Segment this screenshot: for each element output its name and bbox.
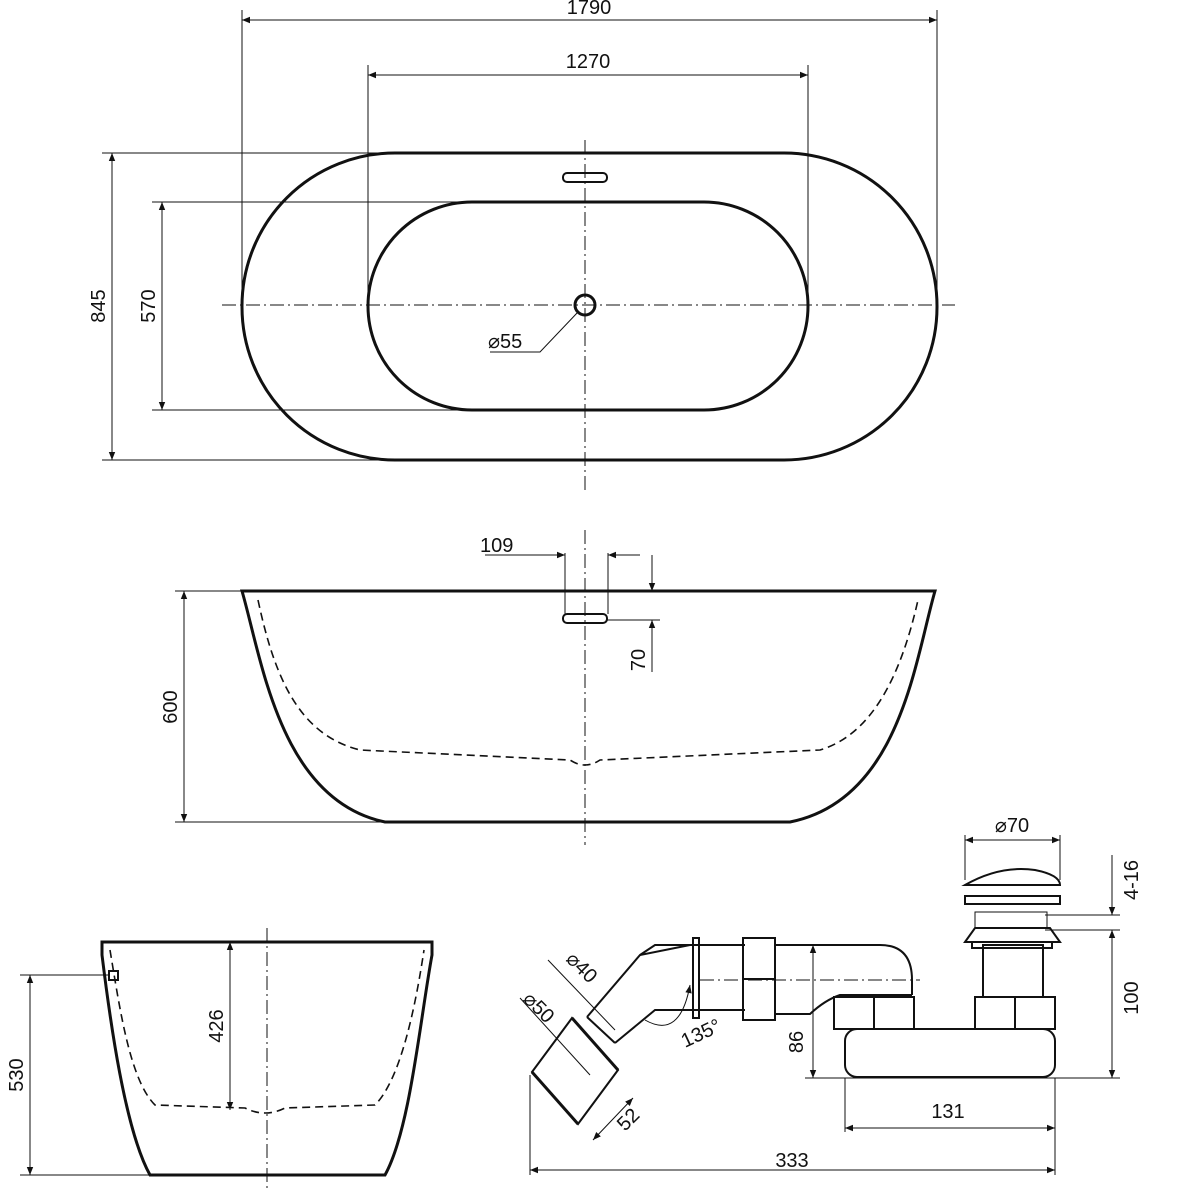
trap-body [844,1028,1056,1078]
dim-plug-diameter: ⌀70 [995,815,1029,837]
dim-overflow-depth: 70 [628,649,650,671]
dim-plug-travel: 4-16 [1121,860,1143,900]
dim-pipe-40: ⌀40 [561,948,601,988]
overflow-slot [562,172,608,183]
tub-outer-outline [240,151,939,462]
overflow-square [108,970,119,981]
drain-assembly: ⌀70 4-16 100 86 131 333 ⌀40 ⌀50 52 135° [518,815,1143,1175]
drain-plug [961,868,1062,886]
dim-outlet-height: 86 [786,1031,808,1053]
dim-pipe-50: ⌀50 [518,988,558,1028]
dim-overall-length: 1790 [567,0,612,19]
top-view: 1790 1270 845 570 ⌀55 [88,0,955,490]
dim-inner-width: 570 [138,289,160,322]
dim-inner-depth: 426 [206,1009,228,1042]
dim-trap-length: 131 [931,1101,964,1123]
dim-outlet-length: 52 [613,1104,644,1135]
dim-inner-length: 1270 [566,51,611,73]
dim-height-100: 100 [1121,981,1143,1014]
dim-drain-diameter: ⌀55 [488,331,522,353]
dim-overall-width: 845 [88,289,110,322]
drain-hole [573,293,597,317]
dim-angle: 135° [678,1015,725,1052]
overflow-slot-side [562,613,608,624]
tub-inner-outline [366,200,810,412]
dim-end-height: 530 [6,1058,28,1091]
dim-overflow-offset: 109 [480,535,513,557]
dim-total-length: 333 [775,1150,808,1172]
tub-side-outline [240,589,937,824]
dim-height: 600 [160,690,182,723]
side-view: 600 109 70 [160,530,937,845]
end-view: 530 426 [6,928,434,1190]
tub-end-outline [100,940,434,1177]
